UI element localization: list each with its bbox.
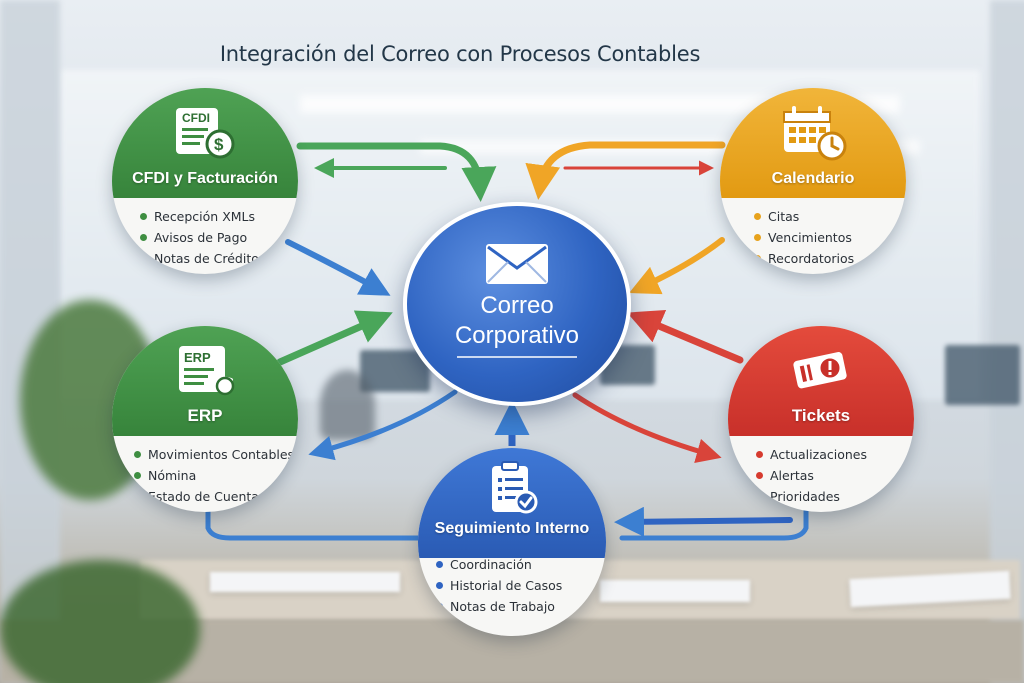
list-item: Notas de Crédito [140, 248, 259, 269]
node-tickets: Tickets Actualizaciones Alertas Priorida… [728, 326, 914, 512]
node-tracking-list: Coordinación Historial de Casos Notas de… [436, 554, 562, 617]
node-tracking: Seguimiento Interno Coordinación Histori… [418, 448, 606, 636]
list-item: Citas [754, 206, 854, 227]
node-erp-label: ERP [187, 406, 223, 425]
node-tickets-label: Tickets [791, 406, 851, 425]
node-erp-list: Movimientos Contables Nómina Estado de C… [134, 444, 294, 507]
arrow-tickets-to-correo [627, 309, 744, 364]
list-item: Alertas [756, 465, 867, 486]
list-item: Estado de Cuenta [134, 486, 294, 507]
node-calendar-label: Calendario [771, 170, 855, 187]
svg-text:$: $ [214, 135, 224, 154]
list-item: Nómina [134, 465, 294, 486]
node-correo-corporativo: Correo Corporativo [403, 202, 631, 406]
list-item: Historial de Casos [436, 575, 562, 596]
node-erp: ERP ERP Movimientos Contables Nómina Est… [112, 326, 298, 512]
arrow-correo-to-tickets [572, 392, 722, 463]
arrow-erp-bottom-loop [205, 493, 421, 541]
node-tracking-label: Seguimiento Interno [434, 520, 590, 537]
list-item: Coordinación [436, 554, 562, 575]
arrow-calendar-to-correo [525, 141, 726, 200]
arrow-calendar-diag [629, 237, 725, 295]
arrow-tickets-bottom-loop [619, 501, 809, 541]
svg-text:CFDI: CFDI [182, 111, 210, 125]
node-cfdi-list: Recepción XMLs Avisos de Pago Notas de C… [140, 206, 259, 269]
list-item: Movimientos Contables [134, 444, 294, 465]
svg-text:ERP: ERP [184, 350, 211, 365]
node-calendar-list: Citas Vencimientos Recordatorios [754, 206, 854, 269]
arrow-cfdi-to-correo [296, 142, 497, 202]
node-tickets-list: Actualizaciones Alertas Prioridades [756, 444, 867, 507]
erp-document-icon: ERP [112, 340, 298, 404]
ticket-alert-icon [728, 340, 914, 404]
list-item: Notas de Trabajo [436, 596, 562, 617]
list-item: Prioridades [756, 486, 867, 507]
arrow-cfdi-diag [285, 239, 391, 296]
center-title-line2: Corporativo [454, 322, 580, 349]
node-cfdi-label: CFDI y Facturación [132, 170, 278, 187]
center-title-line1: Correo [480, 292, 554, 319]
center-divider [457, 356, 577, 358]
node-calendar: Calendario Citas Vencimientos Recordator… [720, 88, 906, 274]
list-item: Recepción XMLs [140, 206, 259, 227]
arrow-correo-to-erp [308, 389, 458, 461]
envelope-icon [484, 242, 550, 290]
list-item: Actualizaciones [756, 444, 867, 465]
list-item: Avisos de Pago [140, 227, 259, 248]
list-item: Recordatorios [754, 248, 854, 269]
list-item: Vencimientos [754, 227, 854, 248]
node-cfdi: CFDI $ CFDI y Facturación Recepción XMLs… [112, 88, 298, 274]
clipboard-check-icon [418, 458, 606, 522]
calendar-clock-icon [720, 102, 906, 168]
arrow-tickets-to-tracking [614, 506, 793, 537]
page-title: Integración del Correo con Procesos Cont… [219, 42, 701, 66]
invoice-dollar-icon: CFDI $ [112, 102, 298, 166]
